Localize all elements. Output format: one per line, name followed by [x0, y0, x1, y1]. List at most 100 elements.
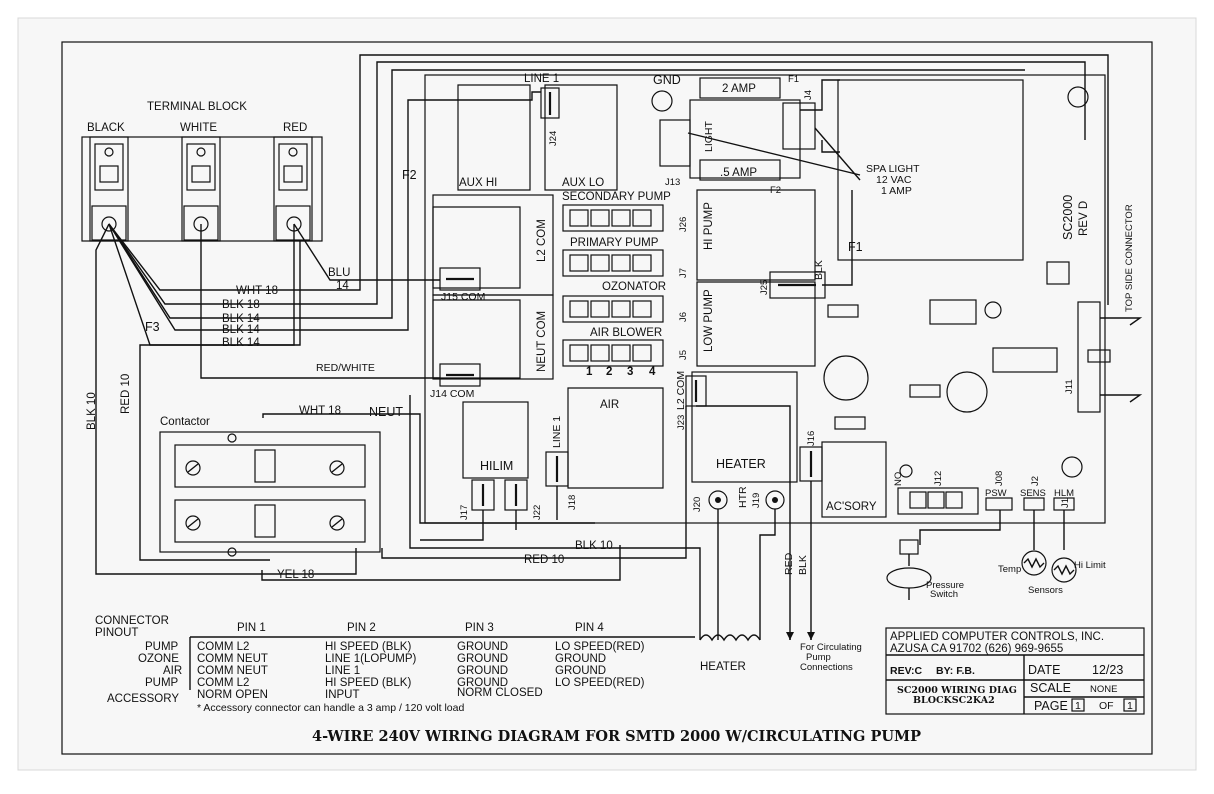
j6-connector [562, 295, 664, 323]
wire-yel18-label: YEL 18 [277, 569, 314, 581]
sensor-temp-label: Temp [998, 564, 1021, 575]
j15-connector [439, 267, 481, 291]
j16-label: J16 [806, 431, 817, 446]
pinout-row-4-p2: HI SPEED (BLK) [325, 677, 411, 689]
page-total: 1 [1127, 700, 1133, 712]
board-rev-label: REV D [1078, 201, 1090, 236]
wire-red10-left-label: RED 10 [120, 374, 132, 414]
pinout-header-3: PIN 3 [465, 622, 494, 634]
pinout-row-5-p2: INPUT [325, 689, 360, 701]
scale-label: SCALE [1030, 681, 1071, 695]
psw-label: PSW [985, 488, 1007, 499]
wire-blk10-bottom-label: BLK 10 [575, 540, 613, 552]
pinout-table: CONNECTOR PINOUT PIN 1 PIN 2 PIN 3 PIN 4… [95, 615, 695, 714]
aux-lo-label: AUX LO [562, 177, 604, 189]
f2-left-label: F2 [402, 168, 417, 182]
j13-label: J13 [665, 177, 680, 188]
contactor-label: Contactor [160, 416, 210, 428]
l2-com-small-label: L2 COM [675, 371, 687, 410]
pinout-header-2: PIN 2 [347, 622, 376, 634]
hilim-label: HILIM [480, 459, 513, 473]
j08-label: J08 [994, 471, 1005, 486]
wire-14-label: 14 [336, 280, 349, 292]
pin-2-label: 2 [606, 366, 612, 378]
date-label: DATE [1028, 663, 1060, 677]
j2-label: J2 [1030, 476, 1041, 486]
ozonator-label: OZONATOR [602, 281, 666, 293]
company-name: APPLIED COMPUTER CONTROLS, INC. [890, 631, 1104, 643]
wire-blu-label: BLU [328, 267, 350, 279]
terminal-block-label: TERMINAL BLOCK [147, 101, 247, 113]
pinout-row-2-p2: LINE 1(LOPUMP) [325, 653, 417, 665]
no-label: NO [893, 472, 904, 486]
pin-4-label: 4 [649, 366, 656, 378]
pinout-row-3-p2: LINE 1 [325, 665, 360, 677]
pinout-header-4: PIN 4 [575, 622, 604, 634]
j1-label: J1 [1060, 498, 1071, 508]
l2-com-label: L2 COM [536, 219, 548, 262]
wire-blk18-label: BLK 18 [222, 299, 260, 311]
pin-1-label: 1 [586, 366, 593, 378]
pinout-title-1: CONNECTOR [95, 615, 169, 627]
j19-label: J19 [751, 493, 762, 508]
neut-com-label: NEUT COM [536, 311, 548, 372]
spa-light-amp: 1 AMP [881, 185, 912, 197]
air-label: AIR [600, 399, 619, 411]
circulating-line-3: Connections [800, 662, 853, 673]
pinout-row-5-label: ACCESSORY [107, 693, 179, 705]
f1-right-label: F1 [848, 240, 863, 254]
pinout-row-1-p3: GROUND [457, 641, 508, 653]
terminal-block [81, 136, 323, 242]
circulating-line-1: For Circulating [800, 642, 862, 653]
terminal-red-label: RED [283, 122, 307, 134]
arrow-blk [807, 632, 815, 640]
pinout-row-1-p2: HI SPEED (BLK) [325, 641, 411, 653]
pinout-row-5-p3: NORM CLOSED [457, 687, 543, 699]
wire-red10-bottom-label: RED 10 [524, 554, 564, 566]
primary-pump-label: PRIMARY PUMP [570, 237, 659, 249]
j5-label: J5 [678, 350, 689, 360]
heater-element-label: HEATER [700, 661, 746, 673]
f2-small-label: F2 [770, 185, 781, 196]
scale-value: NONE [1090, 684, 1117, 695]
wire-blk10-left-label: BLK 10 [86, 392, 98, 430]
wiring [95, 54, 1109, 640]
j11-label: J11 [1064, 379, 1075, 394]
j12-connector [897, 487, 979, 515]
wire-neut-label: NEUT [369, 405, 403, 419]
j20-label: J20 [692, 497, 703, 512]
line1-top-label: LINE 1 [524, 73, 559, 85]
pinout-row-1-p1: COMM L2 [197, 641, 249, 653]
j7-label: J7 [678, 268, 689, 278]
j12-label: J12 [933, 471, 944, 486]
pressure-switch-label-2: Switch [930, 589, 958, 600]
pinout-row-3-p1: COMM NEUT [197, 665, 268, 677]
pinout-row-2-p1: COMM NEUT [197, 653, 268, 665]
date-value: 12/23 [1092, 663, 1123, 677]
contactor [159, 431, 381, 557]
pinout-row-2-p3: GROUND [457, 653, 508, 665]
fuse-2amp-label: 2 AMP [722, 83, 756, 95]
blk-j25-label: BLK [813, 260, 825, 280]
pinout-row-1-p4: LO SPEED(RED) [555, 641, 645, 653]
arrow-red [786, 632, 794, 640]
htr-label: HTR [737, 486, 749, 508]
terminal-white-label: WHITE [180, 122, 217, 134]
j4-label: J4 [803, 90, 814, 100]
j26-connector [562, 204, 664, 232]
j4-connector [782, 102, 816, 150]
pinout-row-2-p4: GROUND [555, 653, 606, 665]
j7-connector [562, 249, 664, 277]
air-blower-label: AIR BLOWER [590, 327, 662, 339]
pinout-row-1-label: PUMP [145, 641, 179, 653]
light-label: LIGHT [703, 120, 715, 152]
j6-label: J6 [678, 312, 689, 322]
sens-label: SENS [1020, 488, 1046, 499]
terminal-black-label: BLACK [87, 122, 125, 134]
pinout-row-4-p1: COMM L2 [197, 677, 249, 689]
hi-pump-label: HI PUMP [703, 202, 715, 250]
wire-blk-v-label: BLK [797, 555, 809, 575]
company-address: AZUSA CA 91702 (626) 969-9655 [890, 643, 1063, 655]
